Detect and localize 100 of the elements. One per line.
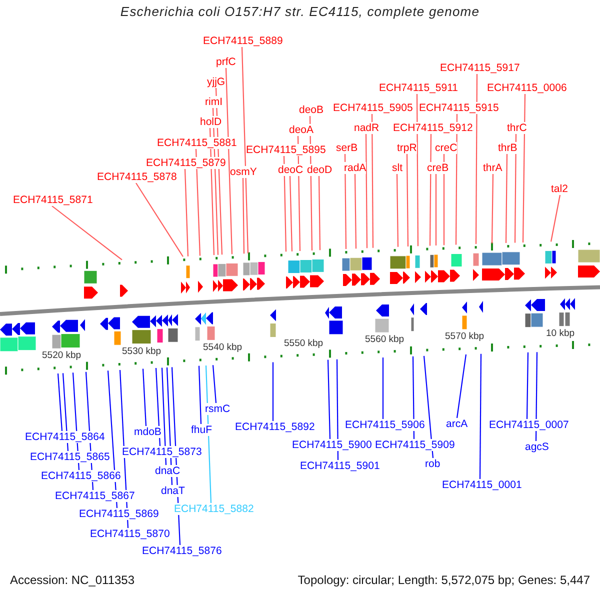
gene-label: ECH74115_5876: [142, 545, 222, 557]
scale-label: 5570 kbp: [445, 331, 484, 342]
gene-label: deoC: [278, 164, 304, 176]
gene-label: rsmC: [205, 403, 230, 415]
gene-label: ECH74115_5865: [30, 451, 110, 463]
gene-label: ECH74115_0001: [442, 479, 522, 491]
gene-label: dnaC: [155, 465, 180, 477]
leader-line: [336, 359, 339, 460]
gene-label: ECH74115_0007: [489, 419, 569, 431]
gene-label: osmY: [230, 166, 257, 178]
scale-label: 5520 kbp: [42, 350, 82, 361]
leader-line: [365, 134, 368, 248]
leader-line: [289, 176, 293, 252]
gene-label: dnaT: [161, 485, 185, 497]
gene-label: ECH74115_5881: [157, 137, 237, 149]
gene-label: ECH74115_5900: [292, 439, 372, 451]
scale-label: 10 kbp: [546, 328, 575, 339]
leader-line: [354, 174, 357, 249]
gene-label: ECH74115_5889: [203, 35, 283, 47]
leader-line: [456, 354, 467, 418]
leader-line: [522, 94, 526, 243]
leader-line: [57, 373, 63, 432]
gene-label: ECH74115_5906: [345, 419, 425, 431]
gene-label: yjjG: [207, 76, 226, 88]
title: Escherichia coli O157:H7 str. EC4115, complete genome: [119, 6, 481, 18]
gene-label: ECH74115_5870: [90, 528, 170, 540]
leader-line: [505, 154, 508, 244]
leader-line: [242, 178, 245, 254]
scale-label: 5530 kbp: [122, 346, 162, 357]
gene-label: ECH74115_5905: [333, 102, 413, 114]
gene-label: creC: [435, 142, 458, 154]
gene-label: ECH74115_5895: [246, 144, 326, 156]
leader-line: [327, 360, 331, 440]
gene-label: rob: [425, 458, 440, 470]
gene-label: deoA: [289, 124, 314, 136]
leader-line: [491, 174, 494, 244]
gene-label: mdoB: [134, 426, 162, 438]
leader-line: [205, 365, 212, 504]
leader-line: [396, 174, 399, 247]
gene-label: ECH74115_0006: [487, 82, 567, 94]
gene-label: deoB: [299, 104, 324, 116]
gene-label: agcS: [525, 441, 549, 453]
leader-line: [526, 352, 529, 419]
leader-line: [514, 134, 517, 243]
leader-line: [272, 362, 274, 421]
gene-label: ECH74115_5867: [55, 490, 135, 502]
gene-label: fhuF: [191, 424, 212, 436]
leader-line: [318, 176, 321, 250]
gene-label: thrB: [498, 142, 518, 154]
gene-label: nadR: [354, 122, 380, 134]
gene-label: deoD: [307, 164, 332, 176]
gene-label: creB: [427, 162, 449, 174]
scale-label: 5550 kbp: [284, 338, 324, 349]
gene-label: holD: [200, 116, 222, 128]
gene-label: thrA: [483, 162, 502, 174]
gene-label: ECH74115_5915: [419, 102, 499, 114]
leader-line: [184, 168, 189, 256]
gene-label: ECH74115_5873: [122, 446, 202, 458]
leader-line: [344, 154, 347, 250]
leader-line: [52, 206, 122, 260]
gene-label: ECH74115_5866: [41, 470, 121, 482]
leader-line: [382, 358, 384, 419]
gene-label: ECH74115_5871: [13, 194, 93, 206]
leader-line: [198, 366, 202, 424]
leader-line: [550, 194, 561, 242]
scale-label: 5560 kbp: [365, 334, 404, 345]
gene-label: ECH74115_5917: [440, 62, 520, 74]
gene-label: ECH74115_5901: [300, 460, 380, 472]
leader-line: [136, 182, 184, 257]
gene-label: arcA: [446, 418, 468, 430]
gene-label: ECH74115_5879: [146, 157, 226, 169]
gene-label: tal2: [551, 183, 568, 195]
gene-label: serB: [336, 142, 358, 154]
gene-label: slt: [392, 162, 402, 174]
gene-label: ECH74115_5869: [79, 508, 159, 520]
leader-line: [371, 114, 374, 248]
leader-line: [535, 352, 538, 441]
gene-label: ECH74115_5864: [25, 431, 105, 443]
gene-label: prfC: [216, 56, 236, 68]
scale-label: 5540 kbp: [203, 342, 242, 353]
leader-line: [225, 68, 233, 254]
gene-label: rimI: [205, 96, 222, 108]
gene-label: ECH74115_5878: [97, 171, 177, 183]
leader-line: [455, 114, 458, 245]
gene-label: thrC: [507, 122, 527, 134]
leader-line: [443, 154, 445, 246]
leader-line: [283, 156, 287, 252]
leader-line: [142, 368, 147, 426]
gene-label: ECH74115_5909: [375, 439, 455, 451]
leader-line: [406, 154, 409, 247]
gene-label: radA: [344, 162, 366, 174]
gene-label: ECH74115_5911: [379, 82, 458, 94]
gene-label: trpR: [397, 142, 417, 154]
leader-line: [212, 365, 217, 404]
leader-line: [479, 354, 482, 479]
genome-info-text: Topology: circular; Length: 5,572,075 bp; Genes: 5,447: [298, 574, 590, 586]
leader-line: [475, 74, 478, 244]
accession-text: Accession: NC_011353: [10, 574, 135, 586]
gene-label: ECH74115_5882: [174, 503, 254, 515]
gene-label: ECH74115_5892: [235, 421, 315, 433]
